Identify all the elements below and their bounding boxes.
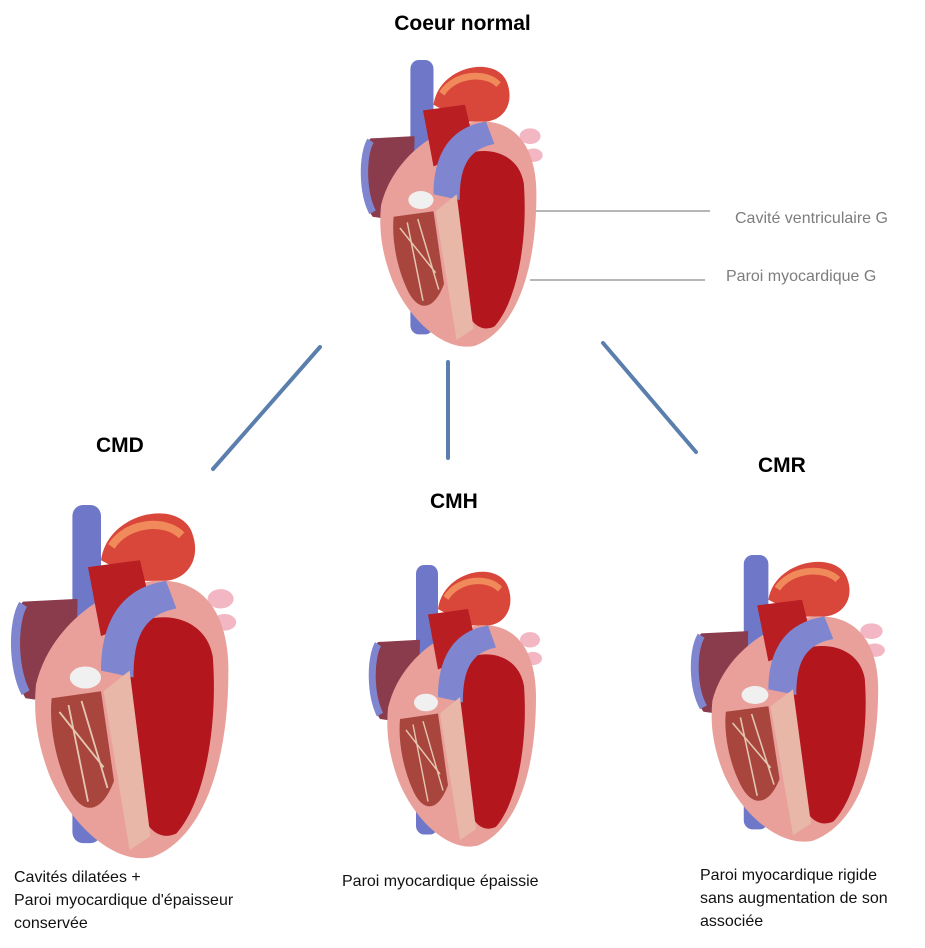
heart-normal-illustration [362, 60, 543, 347]
title-cmh: CMH [430, 490, 478, 514]
caption-cmr-line: Paroi myocardique rigide [700, 864, 888, 887]
caption-cmr: Paroi myocardique rigide sans augmentati… [700, 864, 888, 933]
caption-cmh-line: Paroi myocardique épaissie [342, 870, 539, 893]
caption-cmd: Cavités dilatées + Paroi myocardique d'é… [14, 866, 233, 935]
caption-cmd-line: conservée [14, 912, 233, 935]
caption-cmr-line: associée [700, 910, 888, 933]
title-cmr: CMR [758, 454, 806, 478]
caption-cmh: Paroi myocardique épaissie [342, 870, 539, 893]
label-lv-cavity: Cavité ventriculaire G [735, 210, 888, 228]
title-normal-heart: Coeur normal [0, 12, 925, 36]
connector-to-cmd [213, 347, 320, 469]
label-lv-wall: Paroi myocardique G [726, 268, 876, 286]
connector-to-cmr [603, 343, 696, 452]
heart-cmd-illustration [13, 505, 237, 858]
caption-cmd-line: Paroi myocardique d'épaisseur [14, 889, 233, 912]
caption-cmd-line: Cavités dilatées + [14, 866, 233, 889]
title-cmd: CMD [96, 434, 144, 458]
caption-cmr-line: sans augmentation de son [700, 887, 888, 910]
heart-cmh-illustration [370, 565, 542, 847]
heart-cmr-illustration [692, 555, 885, 842]
